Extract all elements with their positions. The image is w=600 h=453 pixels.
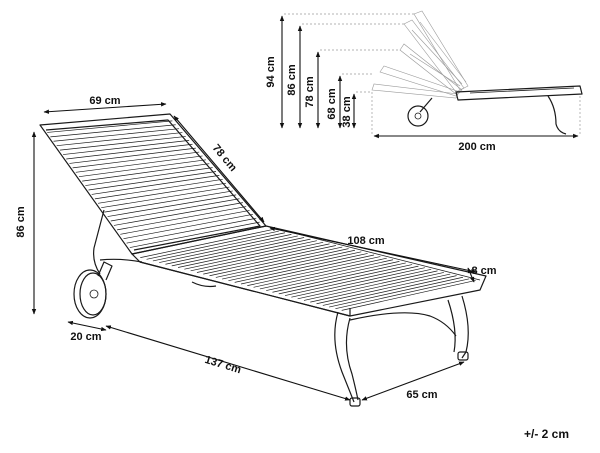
- slat-line: [234, 253, 368, 283]
- slat-line: [177, 238, 311, 268]
- slat-line: [140, 229, 273, 258]
- wheel: [73, 261, 113, 319]
- label-20: 20 cm: [70, 331, 101, 343]
- slat-line: [278, 264, 413, 295]
- label-86: 86 cm: [286, 64, 298, 95]
- slat-line: [107, 194, 237, 217]
- slat-line: [117, 206, 247, 231]
- slat-line: [63, 140, 190, 155]
- slat-line: [209, 246, 343, 277]
- slat-line: [97, 182, 227, 204]
- slat-line: [322, 275, 457, 306]
- main-view: 69 cm 78 cm 86 cm 108 cm 8 cm 20 cm 137 …: [15, 95, 497, 407]
- tolerance-note: +/- 2 cm: [524, 427, 569, 441]
- label-137: 137 cm: [203, 354, 242, 376]
- label-8: 8 cm: [471, 265, 496, 277]
- slat-line: [228, 251, 362, 282]
- slats: [47, 120, 476, 311]
- slat-line: [253, 257, 387, 288]
- label-38: 38 cm: [341, 96, 353, 127]
- slat-line: [310, 272, 444, 303]
- slat-line: [56, 132, 183, 147]
- slat-line: [196, 243, 330, 273]
- slat-line: [203, 245, 336, 275]
- slat-line: [316, 273, 451, 305]
- slat-line: [82, 163, 210, 182]
- slat-line: [146, 230, 279, 260]
- slat-line: [303, 270, 438, 301]
- side-seat: [407, 85, 583, 135]
- dim-65-arrow: [361, 361, 465, 401]
- slat-line: [291, 267, 425, 298]
- slat-line: [72, 151, 200, 169]
- slat-line: [50, 124, 176, 138]
- label-86-main: 86 cm: [15, 206, 27, 237]
- label-78: 78 cm: [304, 76, 316, 107]
- slat-line: [240, 254, 375, 285]
- slat-line: [259, 259, 394, 290]
- slat-line: [120, 210, 250, 235]
- slat-line: [88, 171, 217, 191]
- slat-line: [123, 213, 253, 240]
- dim-8-arrow: [467, 267, 475, 283]
- slat-line: [190, 241, 324, 272]
- slat-line: [297, 268, 432, 300]
- side-view: 94 cm 86 cm 78 cm 68 cm 38 cm 200 cm: [265, 10, 583, 153]
- slat-line: [129, 221, 260, 248]
- slat-line: [66, 143, 193, 160]
- slat-line: [341, 280, 476, 311]
- label-78-main: 78 cm: [210, 142, 239, 174]
- slat-line: [69, 147, 196, 164]
- slat-line: [47, 120, 173, 133]
- slat-line: [266, 261, 400, 291]
- slat-line: [222, 249, 356, 280]
- label-108: 108 cm: [347, 235, 385, 247]
- slat-line: [152, 232, 286, 262]
- dim-69-arrow: [43, 102, 167, 114]
- dim-78-main-arrow: [173, 115, 265, 223]
- slat-line: [75, 155, 203, 173]
- slat-line: [272, 262, 406, 293]
- slat-line: [113, 202, 243, 226]
- slat-line: [78, 159, 206, 178]
- slat-line: [53, 128, 180, 142]
- slat-line: [110, 198, 240, 222]
- slat-line: [284, 265, 419, 296]
- dim-108-arrow: [269, 226, 477, 274]
- dim-20-arrow: [67, 320, 107, 332]
- slat-line: [159, 234, 292, 263]
- slat-line: [247, 256, 381, 286]
- dim-137-arrow: [105, 325, 351, 401]
- slat-line: [215, 248, 349, 278]
- slat-line: [59, 136, 186, 151]
- slat-line: [184, 240, 317, 270]
- label-69: 69 cm: [89, 95, 120, 107]
- label-65: 65 cm: [406, 389, 437, 401]
- label-68: 68 cm: [326, 88, 338, 119]
- slat-line: [335, 278, 470, 310]
- slat-line: [329, 276, 464, 308]
- label-94: 94 cm: [265, 56, 277, 87]
- label-200: 200 cm: [458, 141, 496, 153]
- slat-line: [85, 167, 213, 186]
